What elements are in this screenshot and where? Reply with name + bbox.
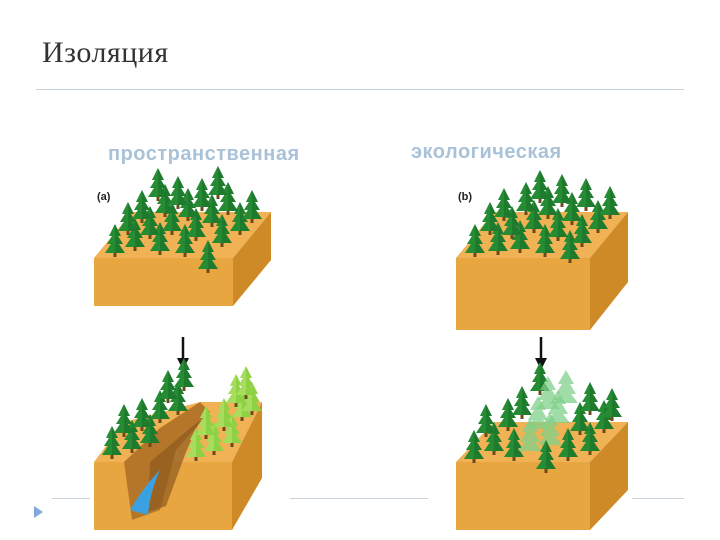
panel-label-b: (b) <box>458 191 473 203</box>
block-b-bottom <box>456 362 628 530</box>
block-a-top <box>94 166 271 306</box>
block-a-bottom <box>94 358 262 530</box>
panel-label-a: (a) <box>97 191 111 203</box>
block-b-top <box>456 170 628 330</box>
title-divider <box>36 89 684 90</box>
caption-spatial: пространственная <box>108 143 300 165</box>
play-triangle-icon[interactable] <box>34 506 43 518</box>
footer-divider <box>632 498 684 499</box>
slide-title: Изоляция <box>42 36 169 69</box>
caption-ecological: экологическая <box>411 141 562 163</box>
river <box>130 470 160 515</box>
footer-divider <box>52 498 90 499</box>
footer-divider <box>290 498 428 499</box>
